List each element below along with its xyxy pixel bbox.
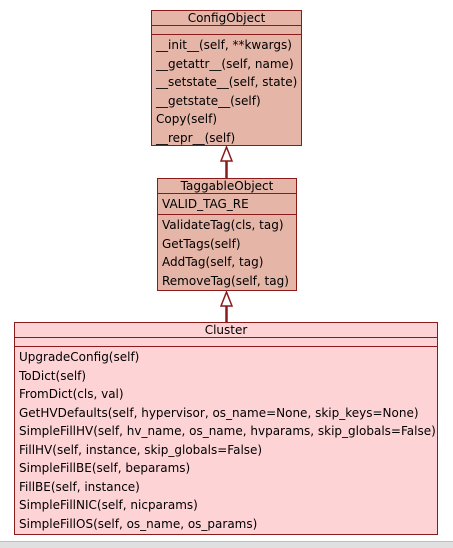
method-taggable-1: GetTags(self) [162, 236, 241, 251]
method-taggable-3: RemoveTag(self, tag) [162, 273, 289, 288]
attributes-taggableobject: VALID_TAG_RE [158, 194, 296, 215]
attributes-configobject [152, 26, 301, 35]
class-box-taggableobject: TaggableObject VALID_TAG_RE ValidateTag(… [157, 178, 297, 291]
method-cluster-3: GetHVDefaults(self, hypervisor, os_name=… [19, 405, 419, 420]
method-config-3: __getstate__(self) [156, 93, 261, 108]
method-cluster-5: FillHV(self, instance, skip_globals=Fals… [19, 442, 263, 457]
class-box-configobject: ConfigObject __init__(self, **kwargs) __g… [151, 10, 302, 146]
class-name-cluster: Cluster [15, 323, 437, 338]
method-taggable-0: ValidateTag(cls, tag) [162, 218, 284, 232]
method-cluster-2: FromDict(cls, val) [19, 387, 124, 401]
method-config-4: Copy(self) [156, 112, 217, 126]
method-config-1: __getattr__(self, name) [156, 56, 294, 71]
methods-taggableobject: ValidateTag(cls, tag) GetTags(self) AddTag… [158, 215, 296, 291]
method-cluster-6: SimpleFillBE(self, beparams) [19, 461, 191, 475]
method-cluster-1: ToDict(self) [19, 368, 87, 383]
method-config-2: __setstate__(self, state) [156, 75, 298, 89]
method-cluster-9: SimpleFillOS(self, os_name, os_params) [19, 516, 258, 531]
method-cluster-4: SimpleFillHV(self, hv_name, os_name, hvp… [19, 424, 436, 438]
method-config-0: __init__(self, **kwargs) [156, 38, 292, 52]
methods-cluster: UpgradeConfig(self) ToDict(self) FromDict(… [15, 347, 437, 534]
window-bottom-edge [0, 541, 453, 548]
attributes-cluster [15, 338, 437, 347]
attribute-valid-tag-re: VALID_TAG_RE [162, 197, 249, 211]
class-box-cluster: Cluster UpgradeConfig(self) ToDict(self) F… [14, 322, 438, 535]
method-cluster-7: FillBE(self, instance) [19, 479, 140, 494]
method-config-5: __repr__(self) [156, 130, 236, 145]
inheritance-arrowhead-config [219, 144, 234, 162]
class-name-configobject: ConfigObject [152, 11, 301, 26]
method-cluster-8: SimpleFillNIC(self, nicparams) [19, 498, 198, 512]
class-name-taggableobject: TaggableObject [158, 179, 296, 194]
methods-configobject: __init__(self, **kwargs) __getattr__(self… [152, 35, 301, 148]
method-cluster-0: UpgradeConfig(self) [19, 350, 140, 364]
inheritance-arrowhead-taggable [219, 289, 234, 307]
method-taggable-2: AddTag(self, tag) [162, 255, 264, 269]
